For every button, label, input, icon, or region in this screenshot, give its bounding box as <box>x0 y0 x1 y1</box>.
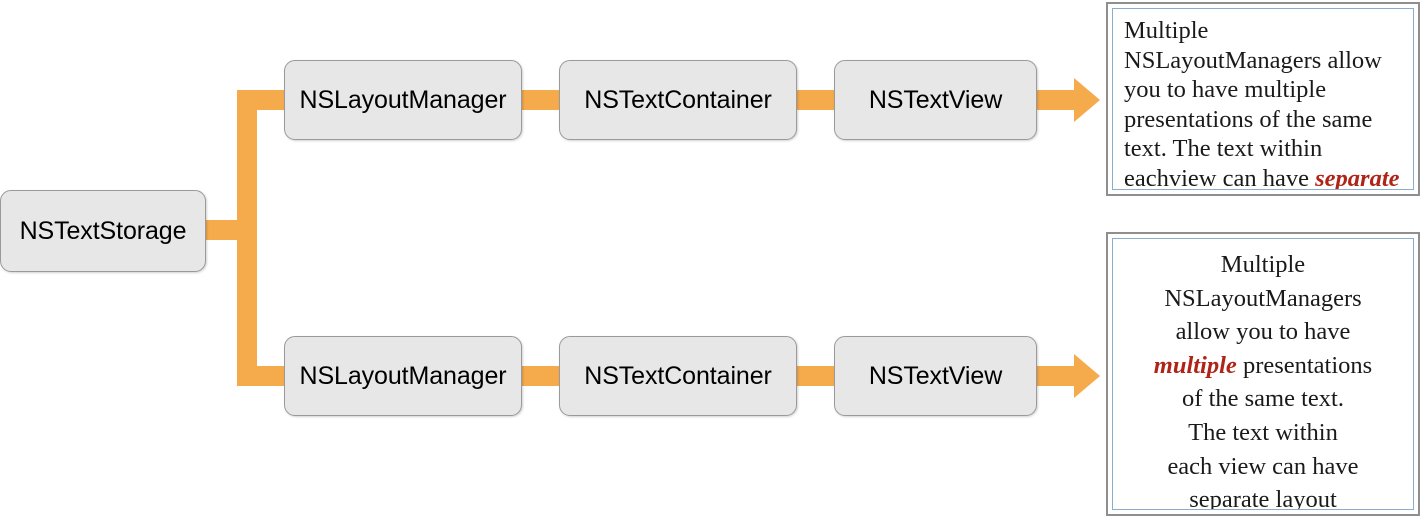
connector-vertical-trunk <box>237 90 257 380</box>
node-top-nstextcontainer[interactable]: NSTextContainer <box>559 60 797 140</box>
result-textbox-top-inner: Multiple NSLayoutManagers allow you to h… <box>1112 8 1414 190</box>
arrow-to-top-result <box>1030 78 1100 122</box>
result-bottom-line-3: allow you to have <box>1175 318 1351 346</box>
result-bottom-emphasis: multiple <box>1153 351 1237 379</box>
node-bottom-nstextview[interactable]: NSTextView <box>834 336 1037 416</box>
connector-bottom-tc-to-tv <box>790 366 840 386</box>
node-nstextstorage[interactable]: NSTextStorage <box>0 190 206 272</box>
node-nstextstorage-label: NSTextStorage <box>19 216 187 245</box>
result-textbox-top-paragraph: Multiple NSLayoutManagers allow you to h… <box>1124 16 1404 190</box>
connector-branch-top <box>237 90 297 110</box>
connector-bottom-lm-to-tc <box>515 366 565 386</box>
result-bottom-line-2: NSLayoutManagers <box>1164 284 1362 312</box>
result-textbox-bottom-inner: Multiple NSLayoutManagers allow you to h… <box>1112 238 1414 510</box>
node-bottom-nslayoutmanager[interactable]: NSLayoutManager <box>284 336 522 416</box>
node-top-nstextview[interactable]: NSTextView <box>834 60 1037 140</box>
result-bottom-line-4-after: presentations <box>1236 351 1373 379</box>
node-top-nslayoutmanager[interactable]: NSLayoutManager <box>284 60 522 140</box>
node-top-nstextview-label: NSTextView <box>868 85 1003 114</box>
result-top-text-before: Multiple NSLayoutManagers allow you to h… <box>1124 17 1382 190</box>
result-bottom-line-8: separate layout <box>1189 486 1337 510</box>
node-bottom-nstextview-label: NSTextView <box>868 361 1003 390</box>
arrow-to-bottom-result <box>1030 354 1100 398</box>
connector-branch-bottom <box>237 366 297 386</box>
result-textbox-top[interactable]: Multiple NSLayoutManagers allow you to h… <box>1106 2 1420 196</box>
node-bottom-nstextcontainer-label: NSTextContainer <box>584 361 772 390</box>
result-bottom-line-6: The text within <box>1188 418 1338 446</box>
node-top-nslayoutmanager-label: NSLayoutManager <box>299 85 507 114</box>
node-bottom-nstextcontainer[interactable]: NSTextContainer <box>559 336 797 416</box>
node-top-nstextcontainer-label: NSTextContainer <box>584 85 772 114</box>
result-bottom-line-7: each view can have <box>1167 452 1359 480</box>
result-top-emphasis: separate <box>1315 164 1400 190</box>
connector-storage-stub <box>200 220 245 240</box>
result-bottom-line-5: of the same text. <box>1182 385 1344 413</box>
result-bottom-line-1: Multiple <box>1220 251 1306 278</box>
connector-top-lm-to-tc <box>515 90 565 110</box>
connector-top-tc-to-tv <box>790 90 840 110</box>
result-textbox-bottom[interactable]: Multiple NSLayoutManagers allow you to h… <box>1106 232 1420 516</box>
node-bottom-nslayoutmanager-label: NSLayoutManager <box>299 361 507 390</box>
result-bottom-line-4: multiple presentations <box>1119 349 1407 383</box>
